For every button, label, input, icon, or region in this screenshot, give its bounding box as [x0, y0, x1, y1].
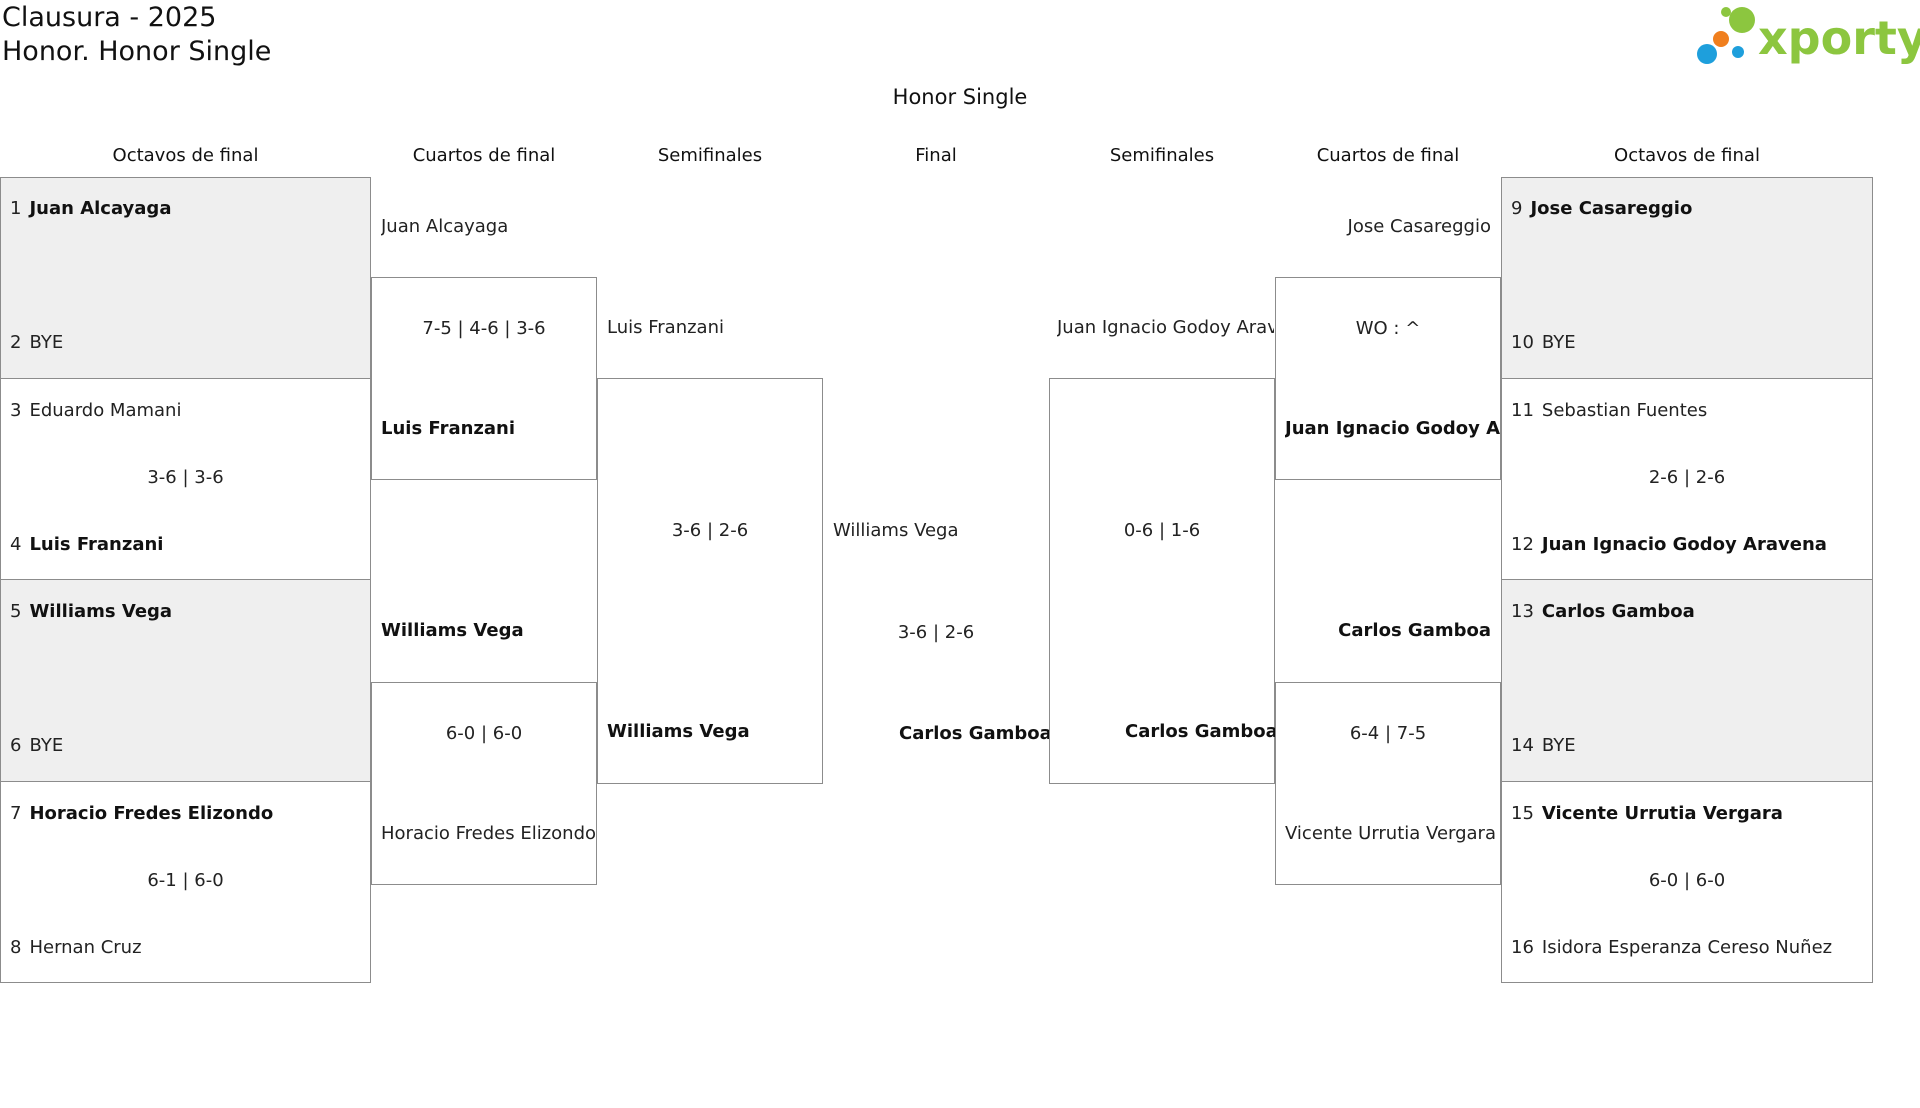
- sf-right-player-2: Carlos Gamboa: [1125, 721, 1275, 742]
- logo-wordmark: xporty: [1758, 11, 1920, 65]
- match-score: 6-1 | 6-0: [147, 870, 224, 891]
- match-box-left-r16-3: [0, 579, 371, 782]
- category-title: Honor. Honor Single: [2, 36, 272, 67]
- logo-dot-green-icon: [1729, 7, 1755, 33]
- match-score: WO : ^: [1355, 318, 1421, 339]
- logo-dot-blue-icon: [1697, 44, 1717, 64]
- final-player-2: Carlos Gamboa: [899, 723, 1049, 744]
- qf-left-2-player-2: Horacio Fredes Elizondo: [381, 823, 595, 844]
- match-score: 2-6 | 2-6: [1648, 467, 1726, 488]
- match-box-right-r16-4: [1501, 781, 1873, 983]
- logo-dot-orange-icon: [1713, 31, 1729, 47]
- match-box-right-qf-1: [1275, 277, 1501, 480]
- match-box-left-qf-1: [371, 277, 597, 480]
- round-label-right-r16: Octavos de final: [1614, 145, 1760, 166]
- match-box-left-r16-1: [0, 177, 371, 379]
- xporty-logo: xporty: [1690, 0, 1920, 70]
- match-box-right-sf: [1049, 378, 1275, 784]
- sf-left-player-1: Luis Franzani: [607, 317, 724, 338]
- round-label-final: Final: [915, 145, 957, 166]
- qf-left-2-player-1: Williams Vega: [381, 620, 524, 641]
- match-box-right-qf-2: [1275, 682, 1501, 885]
- final-player-1: Williams Vega: [833, 520, 959, 541]
- final-score: 3-6 | 2-6: [897, 622, 975, 643]
- match-score: 6-4 | 7-5: [1349, 723, 1427, 744]
- qf-right-1-player-1: Jose Casareggio: [1347, 216, 1491, 237]
- match-score: 3-6 | 2-6: [671, 520, 749, 541]
- qf-right-2-player-2: Vicente Urrutia Vergara: [1285, 823, 1496, 844]
- match-score: 3-6 | 3-6: [147, 467, 224, 488]
- match-score: 0-6 | 1-6: [1123, 520, 1201, 541]
- match-box-left-r16-4: [0, 781, 371, 983]
- round-label-right-sf: Semifinales: [1109, 145, 1215, 166]
- match-score: 6-0 | 6-0: [445, 723, 523, 744]
- qf-left-1-player-1: Juan Alcayaga: [381, 216, 509, 237]
- qf-right-2-player-1: Carlos Gamboa: [1338, 620, 1491, 641]
- tournament-title: Clausura - 2025: [2, 2, 217, 33]
- round-label-right-qf: Cuartos de final: [1316, 145, 1460, 166]
- sf-right-player-1: Juan Ignacio Godoy Aravena: [1057, 317, 1274, 338]
- match-score: 6-0 | 6-0: [1648, 870, 1726, 891]
- match-box-left-sf: [597, 378, 823, 784]
- draw-title: Honor Single: [892, 85, 1028, 109]
- match-box-right-r16-1: [1501, 177, 1873, 379]
- sf-left-player-2: Williams Vega: [607, 721, 750, 742]
- match-box-left-qf-2: [371, 682, 597, 885]
- round-label-left-sf: Semifinales: [657, 145, 763, 166]
- match-box-right-r16-3: [1501, 579, 1873, 782]
- round-label-left-qf: Cuartos de final: [412, 145, 556, 166]
- qf-right-1-player-2: Juan Ignacio Godoy Aravena: [1285, 418, 1501, 439]
- logo-dot-blue-small-icon: [1732, 46, 1744, 58]
- round-label-left-r16: Octavos de final: [112, 145, 259, 166]
- logo-dot-green-small-icon: [1721, 7, 1731, 17]
- match-score: 7-5 | 4-6 | 3-6: [422, 318, 546, 339]
- qf-left-1-player-2: Luis Franzani: [381, 418, 516, 439]
